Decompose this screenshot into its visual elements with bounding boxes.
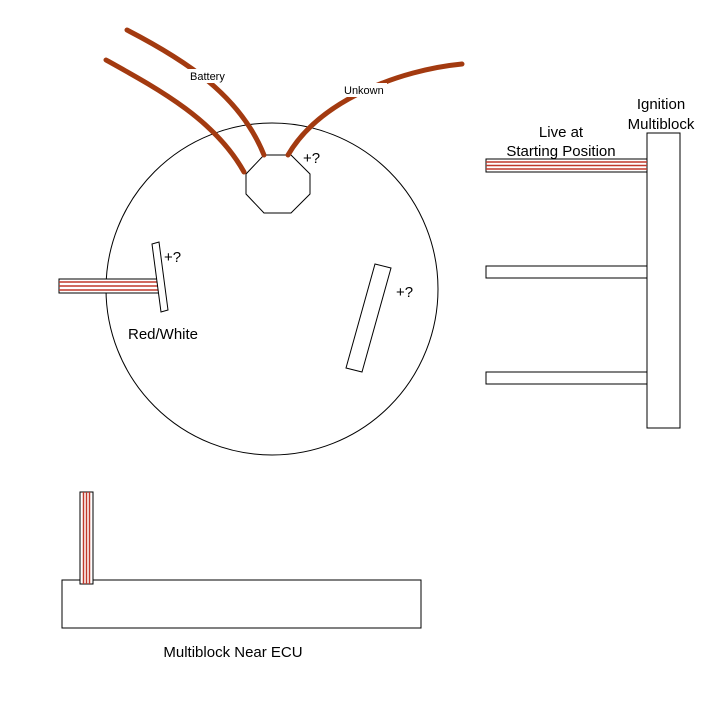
live-label-line1: Live at bbox=[539, 124, 584, 141]
battery-wire bbox=[124, 27, 267, 158]
octagon-connector bbox=[245, 154, 311, 214]
plus-right-label: +? bbox=[396, 284, 413, 301]
battery-label: Battery bbox=[190, 71, 225, 83]
multiblock-pin-middle bbox=[485, 265, 648, 279]
left-terminal bbox=[151, 241, 169, 313]
plus-left-label: +? bbox=[164, 249, 181, 266]
battery-label-bg bbox=[187, 69, 229, 83]
unknown-label: Unkown bbox=[344, 85, 384, 97]
ecu-multiblock bbox=[61, 579, 422, 629]
multiblock-pin-bottom bbox=[485, 371, 648, 385]
ecu-wire bbox=[79, 491, 94, 585]
plus-top-label: +? bbox=[303, 150, 320, 167]
ignition-label-line1: Ignition bbox=[637, 96, 685, 113]
ecu-multiblock-label: Multiblock Near ECU bbox=[163, 644, 302, 661]
unknown-label-bg bbox=[341, 83, 387, 97]
live-wire bbox=[485, 158, 648, 173]
unknown-wire bbox=[285, 61, 465, 158]
ignition-multiblock bbox=[646, 132, 681, 429]
red-white-label: Red/White bbox=[128, 326, 198, 343]
live-label-line2: Starting Position bbox=[506, 143, 615, 160]
ignition-label-line2: Multiblock bbox=[628, 116, 695, 133]
red-white-wire bbox=[58, 278, 160, 294]
battery-wire-2 bbox=[103, 57, 247, 175]
right-terminal bbox=[345, 263, 392, 373]
